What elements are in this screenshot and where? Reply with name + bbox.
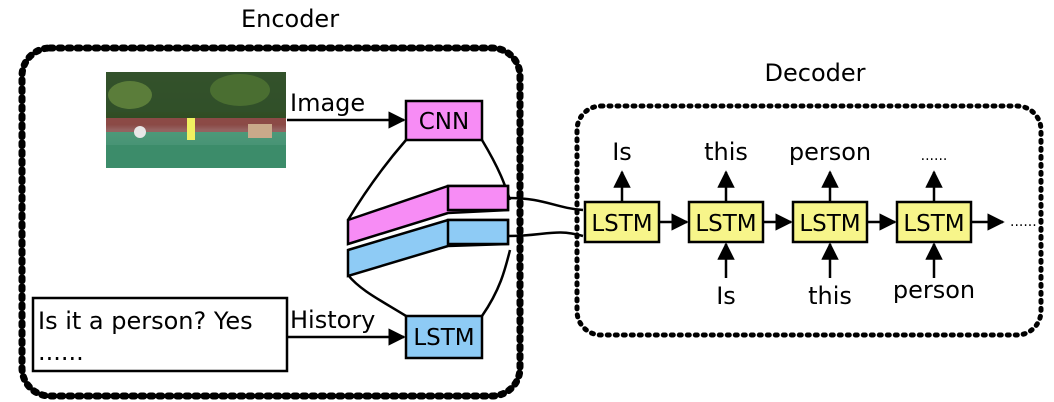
decoder-lstm-label: LSTM	[799, 211, 860, 237]
cnn-feature-prism	[346, 184, 510, 246]
encoder-title: Encoder	[241, 5, 339, 33]
encoder-lstm-label: LSTM	[413, 325, 474, 351]
decoder-title: Decoder	[765, 59, 866, 87]
lstm-feature-prism	[346, 218, 510, 278]
lstm-to-features-curve-right	[480, 249, 512, 317]
decoder-boundary	[574, 103, 1044, 338]
cnn-box	[404, 99, 484, 142]
output-word: person	[789, 138, 871, 166]
output-word: ......	[921, 148, 948, 164]
encoder-lstm-box	[404, 314, 484, 360]
cnn-label: CNN	[419, 109, 469, 135]
input-word: person	[893, 276, 975, 304]
input-word: Is	[716, 282, 736, 310]
decoder-lstm-box	[791, 200, 869, 244]
input-image	[106, 72, 286, 168]
history-text-box	[31, 296, 289, 373]
cnn-to-features-curve	[346, 139, 407, 221]
output-word: this	[704, 138, 748, 166]
input-word: this	[808, 282, 852, 310]
history-text-line1: Is it a person? Yes	[38, 307, 253, 335]
decoder-lstm-label: LSTM	[591, 211, 652, 237]
image-label: Image	[290, 89, 365, 117]
history-label: History	[290, 306, 375, 334]
lstm-to-features-curve	[347, 274, 407, 318]
encoder-boundary	[18, 44, 524, 400]
decoder-lstm-label: LSTM	[903, 211, 964, 237]
decoder-lstm-label: LSTM	[695, 211, 756, 237]
output-word: Is	[612, 138, 632, 166]
decoder-trailing-dots: ......	[1010, 214, 1037, 230]
history-text-line2: ......	[38, 338, 84, 366]
